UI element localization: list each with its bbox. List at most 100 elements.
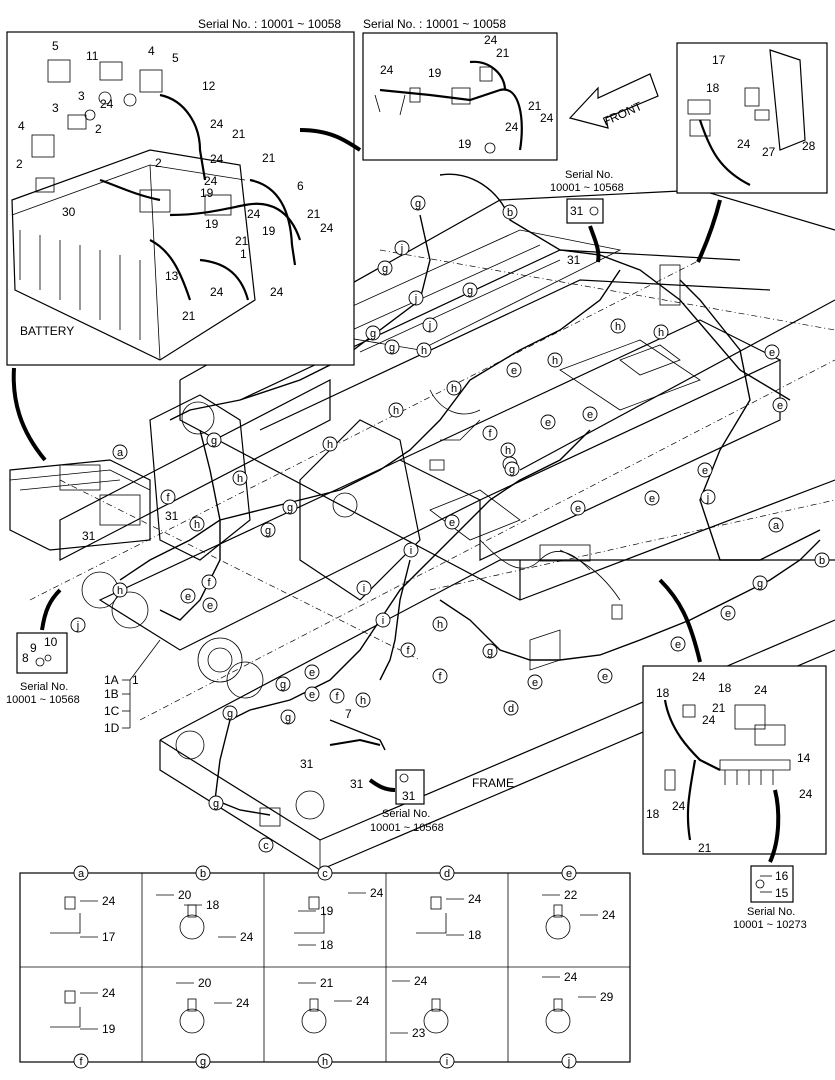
bubble-g: g: [382, 263, 388, 275]
clamp-i-loop: [423, 1008, 449, 1034]
bubble-j: j: [706, 492, 709, 504]
bubble-j-circle: [422, 317, 438, 333]
bubble-h: h: [615, 321, 621, 333]
clamp-j-loop: [545, 1008, 571, 1034]
bubble-h: h: [658, 327, 664, 339]
clamp-i-tab: [431, 998, 441, 1012]
bubble-e: e: [532, 677, 538, 689]
bubble-h-circle: [232, 470, 248, 486]
serial-right-pointer: [768, 789, 781, 863]
legend-f-circle: [73, 1053, 89, 1069]
bubble-e-circle: [764, 344, 780, 360]
legend-letter-e: e: [566, 868, 572, 880]
serial-left-line1: Serial No.: [20, 681, 68, 693]
frame-label: FRAME: [472, 776, 514, 790]
legend-letter-h: h: [322, 1056, 328, 1068]
bubble-g-circle: [504, 461, 520, 477]
bubble-e: e: [309, 689, 315, 701]
assembly-1c: 1C: [104, 704, 120, 718]
clamp-h-loop: [301, 1008, 327, 1034]
bubble-e-circle: [304, 664, 320, 680]
legend-part-b: 24: [240, 930, 254, 944]
battery-callout: 21: [262, 151, 276, 165]
legend-part-f: 24: [102, 986, 116, 1000]
bubble-j-circle: [700, 489, 716, 505]
bubble-g-circle: [280, 709, 296, 725]
bubble-h-circle: [112, 582, 128, 598]
legend-letter-d: d: [444, 868, 450, 880]
bubble-e: e: [777, 400, 783, 412]
serial-left-pointer: [40, 588, 62, 631]
bubble-h: h: [393, 405, 399, 417]
legend-part-h: 21: [320, 976, 334, 990]
top-middle-callout: 24: [484, 33, 498, 47]
bubble-g: g: [415, 198, 421, 210]
battery-callout: 19: [262, 224, 276, 238]
callout-31-d: 31: [300, 757, 314, 771]
bubble-e-circle: [506, 362, 522, 378]
bubble-e-circle: [570, 500, 586, 516]
battery-callout: 4: [18, 119, 25, 133]
bubble-e-circle: [582, 406, 598, 422]
assembly-1: 1: [132, 673, 139, 687]
top-middle-callout: 24: [505, 120, 519, 134]
bubble-j: j: [414, 293, 417, 305]
bubble-g: g: [467, 285, 473, 297]
serial-bottom-pointer: [368, 778, 396, 792]
mid-right-callout: 18: [656, 686, 670, 700]
bubble-g-circle: [260, 522, 276, 538]
mid-right-callout: 24: [799, 787, 813, 801]
legend-part-e: 24: [602, 908, 616, 922]
legend-cells: a2417b201824c241918d2418e2224f2419g2024h…: [50, 865, 616, 1069]
battery-callout: 3: [52, 101, 59, 115]
mid-right-callout: 21: [712, 701, 726, 715]
battery-inset-serial: Serial No. : 10001 ~ 10058: [198, 17, 341, 31]
legend-i-circle: [439, 1053, 455, 1069]
bubble-f: f: [166, 492, 170, 504]
bubble-g: g: [287, 502, 293, 514]
bubble-f: f: [207, 577, 211, 589]
battery-callout: 21: [235, 234, 249, 248]
bubble-e-circle: [304, 686, 320, 702]
legend-b-circle: [195, 865, 211, 881]
bubble-h: h: [237, 473, 243, 485]
bubble-e-circle: [180, 588, 196, 604]
clamp-g-tab: [187, 998, 197, 1012]
mid-right-callout: 24: [672, 799, 686, 813]
mid-right-callout: 14: [797, 751, 811, 765]
callout-31-b: 31: [82, 529, 96, 543]
battery-caption: BATTERY: [20, 324, 74, 338]
bubble-h-circle: [189, 516, 205, 532]
top-middle-callout: 21: [496, 46, 510, 60]
bubble-f-circle: [329, 688, 345, 704]
bubble-h: h: [360, 695, 366, 707]
callout-31-e: 31: [350, 777, 364, 791]
clamp-b-loop: [179, 914, 205, 940]
legend-part-a: 17: [102, 930, 116, 944]
bubble-f-circle: [482, 425, 498, 441]
battery-callout: 12: [202, 79, 216, 93]
legend-part-a: 24: [102, 894, 116, 908]
bubble-g: g: [509, 464, 515, 476]
legend-letter-a: a: [78, 868, 85, 880]
bubble-h: h: [451, 383, 457, 395]
top-right-callout: 28: [802, 139, 816, 153]
bubble-b-circle: [814, 552, 830, 568]
battery-callout: 24: [210, 152, 224, 166]
battery-callout: 5: [52, 39, 59, 53]
serial-top-pointer: [588, 225, 601, 263]
battery-callout: 21: [182, 309, 196, 323]
callout-10: 10: [44, 635, 58, 649]
bubble-e: e: [185, 591, 191, 603]
bubble-g: g: [211, 435, 217, 447]
bubble-e-circle: [597, 668, 613, 684]
battery-callout: 24: [204, 174, 218, 188]
legend-letter-f: f: [79, 1056, 83, 1068]
callout-15: 15: [775, 886, 789, 900]
legend-part-c: 19: [320, 904, 334, 918]
bubble-h-circle: [322, 436, 338, 452]
bubble-e: e: [649, 493, 655, 505]
mid-right-callout: 18: [718, 681, 732, 695]
bubble-e-circle: [697, 462, 713, 478]
